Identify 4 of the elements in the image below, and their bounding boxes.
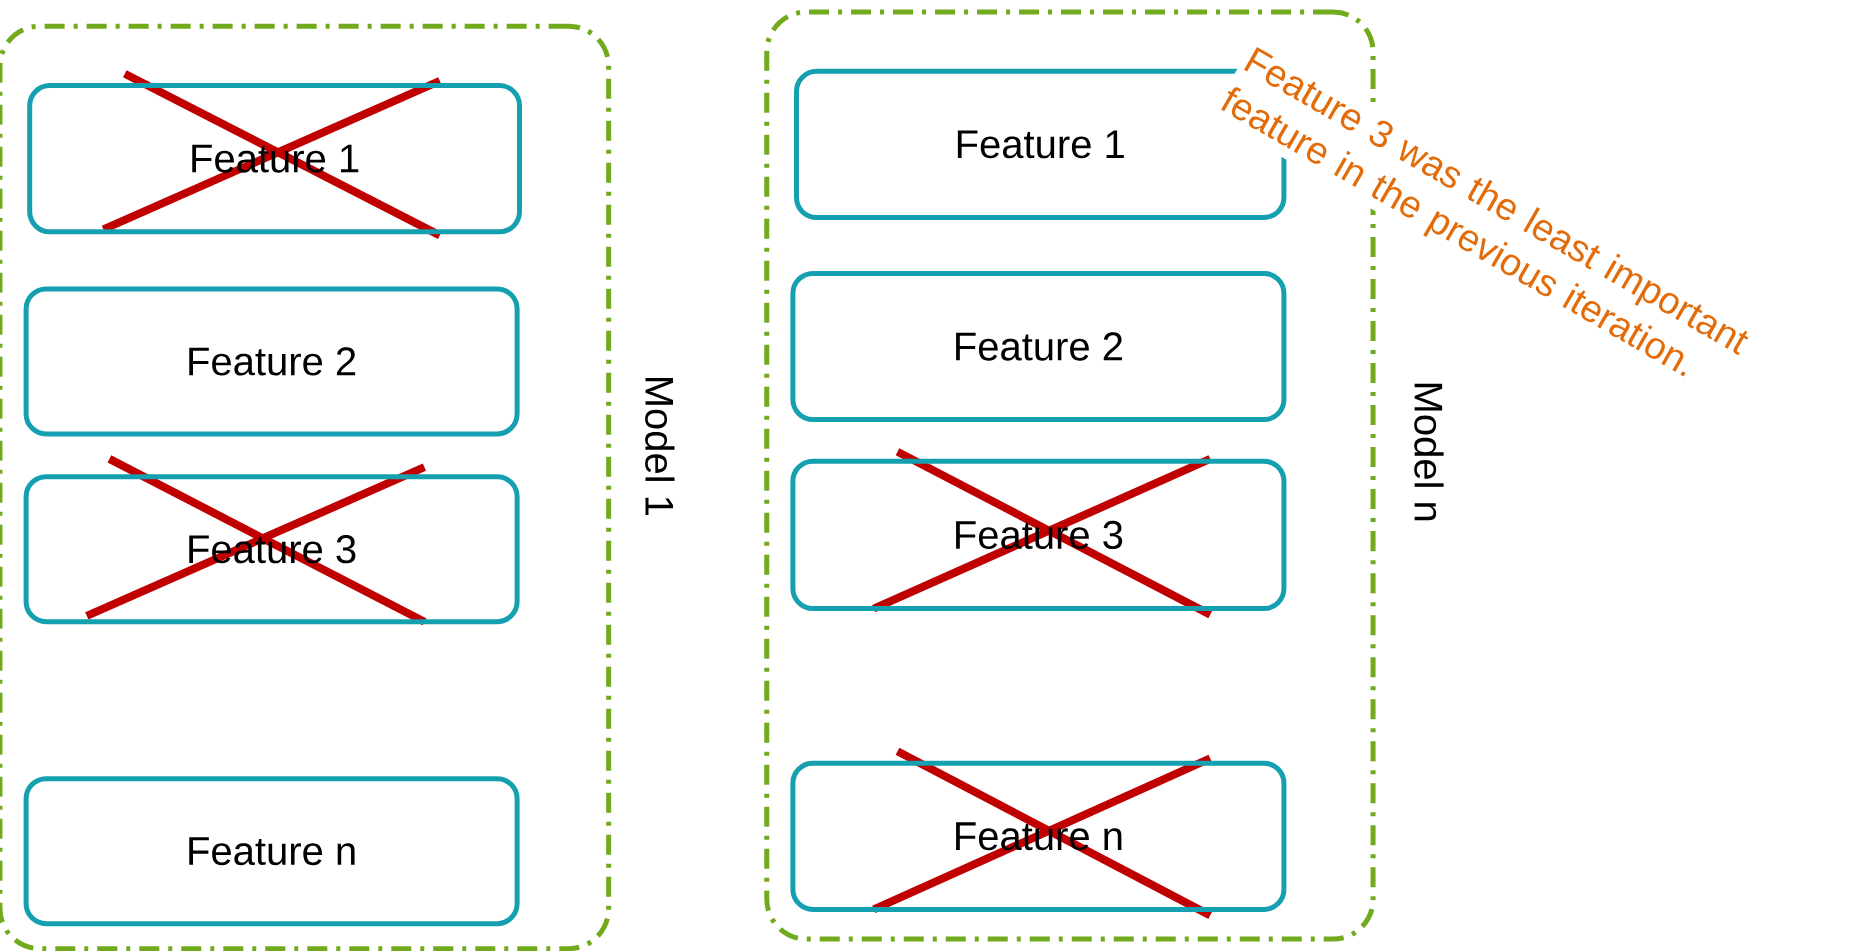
feature-box: Feature 2 bbox=[790, 270, 1287, 423]
group-label: Model 1 bbox=[645, 377, 675, 515]
feature-box: Feature n bbox=[23, 776, 520, 927]
feature-box: Feature 2 bbox=[23, 286, 520, 437]
